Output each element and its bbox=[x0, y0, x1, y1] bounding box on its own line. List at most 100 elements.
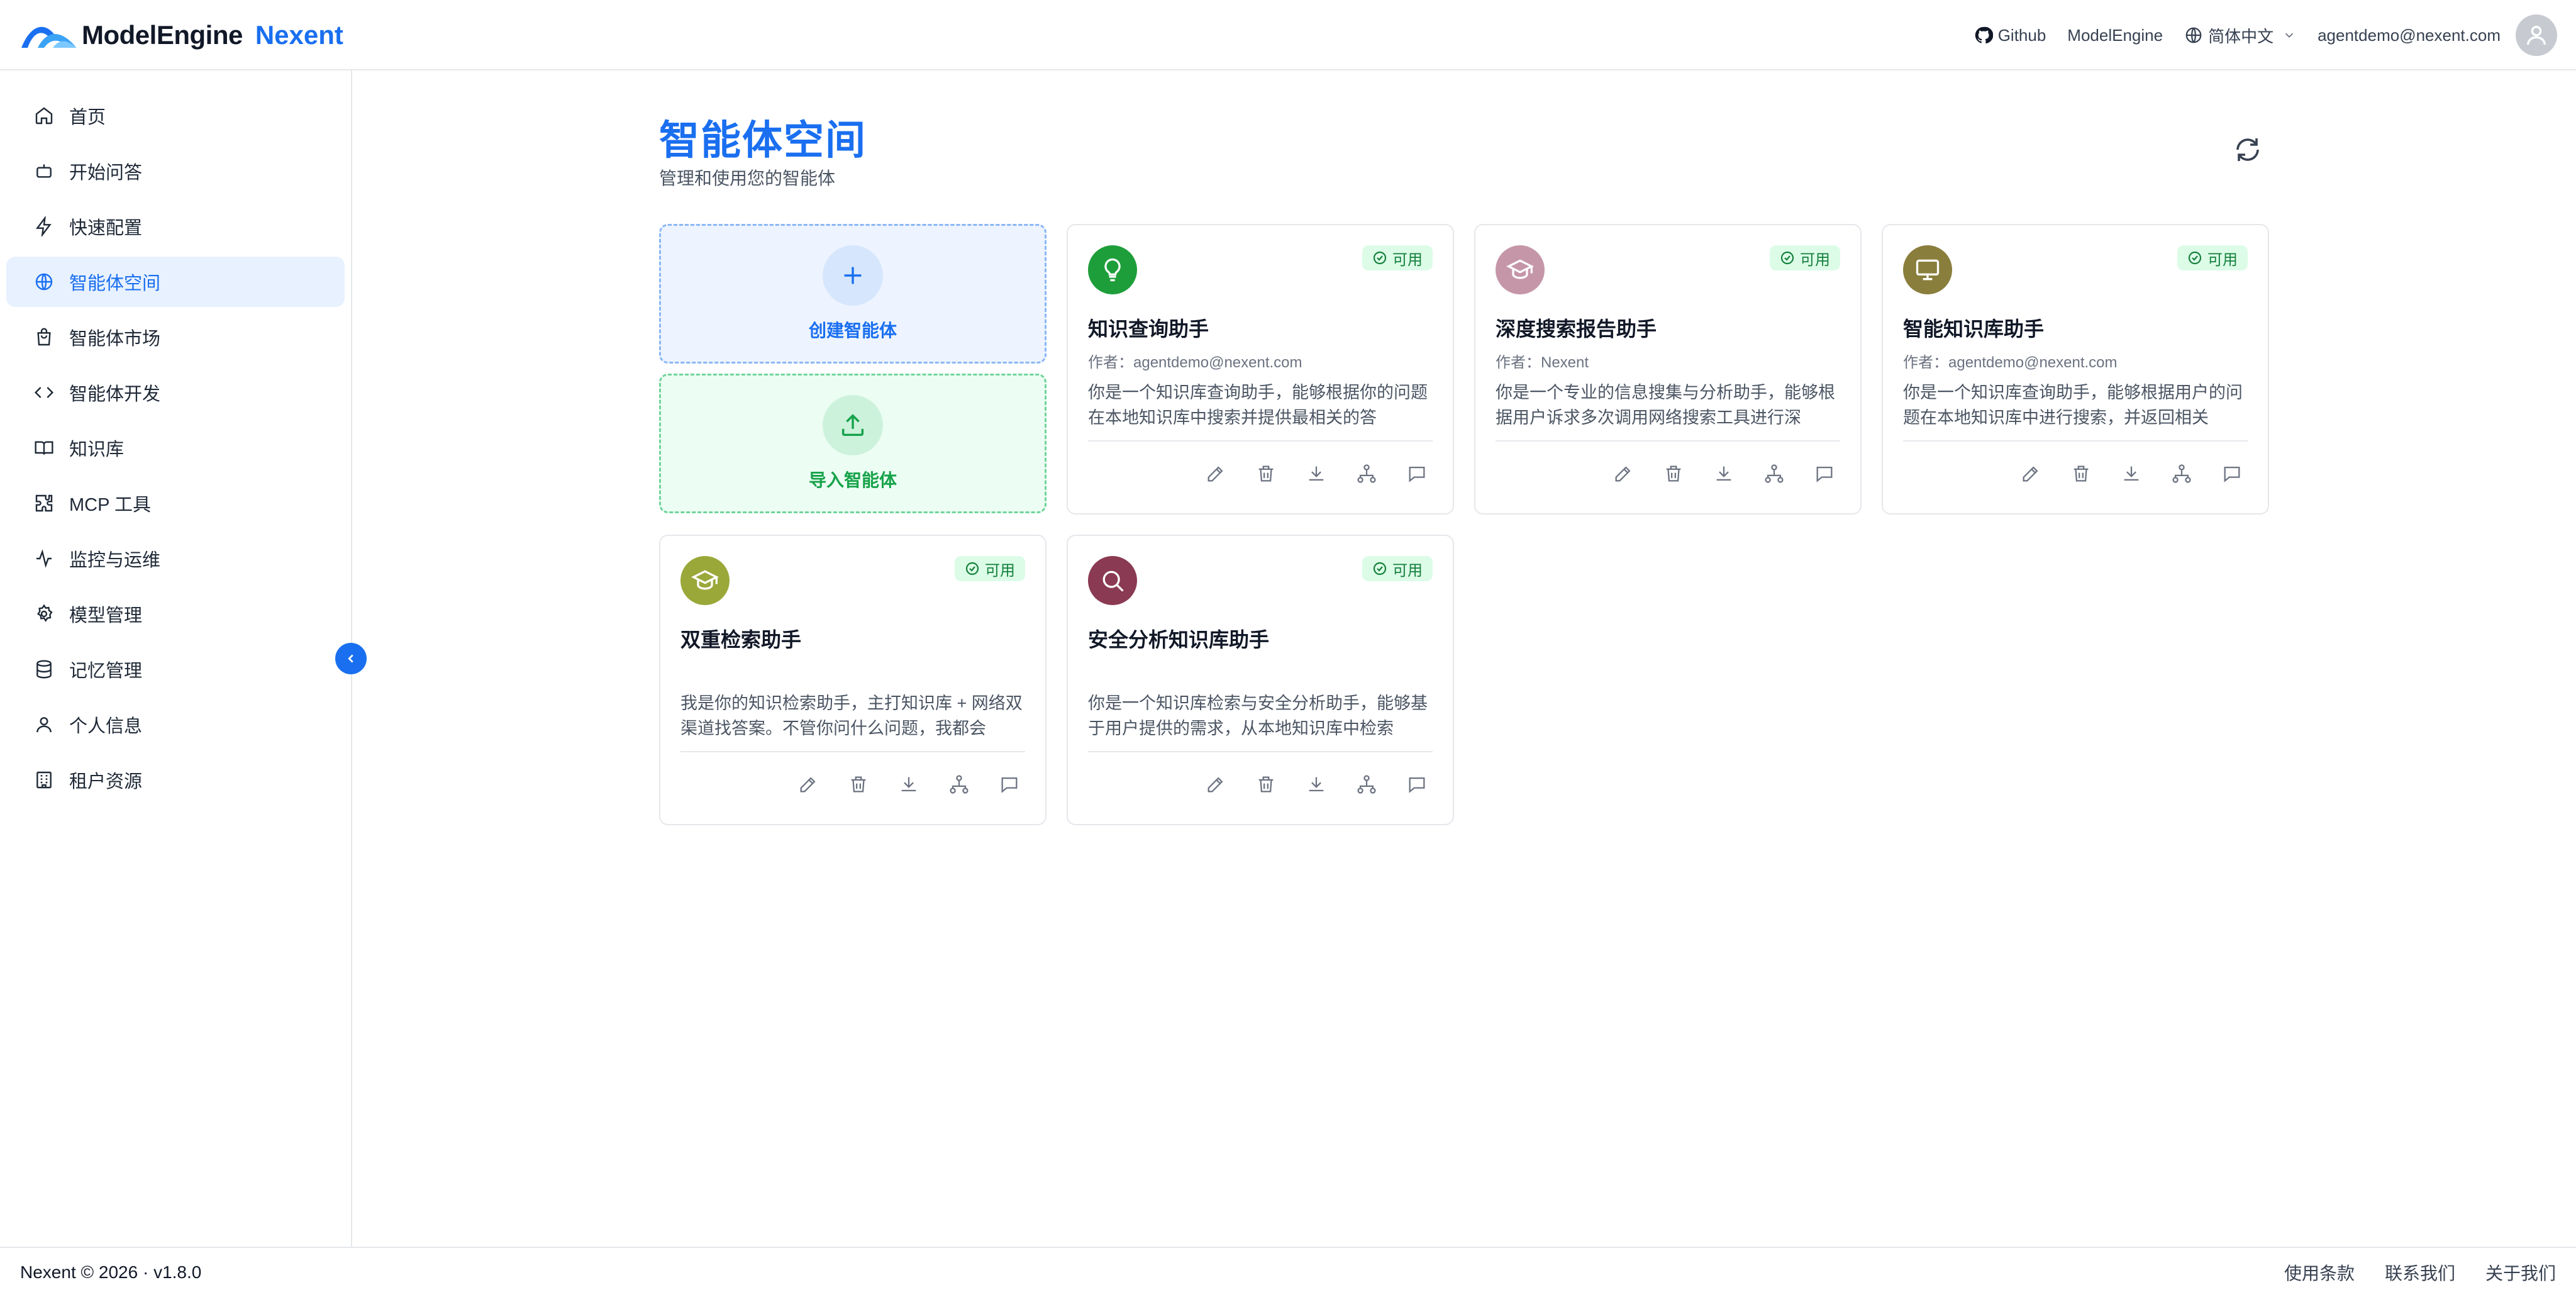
agent-name: 双重检索助手 bbox=[680, 628, 802, 651]
agent-card[interactable]: 可用 双重检索助手 我是你的知识检索助手，主打知识库 + 网络双渠道找答案。不管… bbox=[659, 535, 1046, 825]
sidebar-item-memory[interactable]: 记忆管理 bbox=[6, 644, 345, 694]
check-circle-icon bbox=[2188, 251, 2202, 265]
card-divider bbox=[1903, 440, 2248, 442]
plus-icon bbox=[844, 267, 862, 284]
create-agent-card[interactable]: 创建智能体 bbox=[659, 224, 1046, 364]
sidebar-item-home[interactable]: 首页 bbox=[6, 91, 345, 141]
agent-avatar bbox=[1088, 556, 1137, 605]
language-selector[interactable]: 简体中文 bbox=[2184, 24, 2296, 47]
chat-button[interactable] bbox=[1406, 463, 1428, 484]
brand-name: ModelEngine bbox=[82, 20, 243, 50]
relationship-button[interactable] bbox=[1356, 774, 1377, 795]
agent-card[interactable]: 可用 安全分析知识库助手 你是一个知识库检索与安全分析助手，能够基于用户提供的需… bbox=[1067, 535, 1454, 825]
relationship-button[interactable] bbox=[1356, 463, 1377, 484]
modelengine-label: ModelEngine bbox=[2067, 25, 2163, 45]
delete-button[interactable] bbox=[1255, 774, 1277, 795]
sidebar-item-quick-config[interactable]: 快速配置 bbox=[6, 201, 345, 252]
sidebar-item-agent-dev[interactable]: 智能体开发 bbox=[6, 367, 345, 418]
check-circle-icon bbox=[1780, 251, 1794, 265]
edit-button[interactable] bbox=[1613, 463, 1634, 484]
app-logo[interactable]: ModelEngine Nexent bbox=[19, 18, 343, 53]
delete-button[interactable] bbox=[848, 774, 869, 795]
network-icon bbox=[1765, 464, 1784, 483]
sidebar-item-model-management[interactable]: 模型管理 bbox=[6, 589, 345, 639]
relationship-button[interactable] bbox=[1763, 463, 1785, 484]
card-divider bbox=[680, 751, 1025, 752]
sidebar-item-mcp-tools[interactable]: MCP 工具 bbox=[6, 478, 345, 528]
export-button[interactable] bbox=[2121, 463, 2142, 484]
edit-icon bbox=[800, 777, 816, 793]
sidebar-item-label: 知识库 bbox=[69, 440, 125, 460]
export-button[interactable] bbox=[1306, 463, 1327, 484]
trash-icon bbox=[1666, 465, 1681, 482]
github-link[interactable]: Github bbox=[1974, 26, 2046, 45]
export-button[interactable] bbox=[1713, 463, 1735, 484]
modelengine-link[interactable]: ModelEngine bbox=[2067, 26, 2163, 45]
book-icon bbox=[35, 441, 53, 455]
agent-name: 智能知识库助手 bbox=[1903, 318, 2045, 340]
check-circle-icon bbox=[965, 562, 979, 576]
edit-button[interactable] bbox=[797, 774, 819, 795]
agent-avatar bbox=[1088, 245, 1137, 294]
footer-link-contact[interactable]: 联系我们 bbox=[2384, 1264, 2455, 1283]
edit-button[interactable] bbox=[2020, 463, 2041, 484]
edit-icon bbox=[1208, 777, 1223, 793]
delete-button[interactable] bbox=[1663, 463, 1684, 484]
sidebar-item-label: 智能体空间 bbox=[69, 274, 161, 294]
agent-description: 你是一个知识库查询助手，能够根据你的问题在本地知识库中搜索并提供最相关的答 bbox=[1088, 383, 1428, 427]
create-agent-label: 创建智能体 bbox=[808, 321, 897, 340]
sidebar-item-monitoring[interactable]: 监控与运维 bbox=[6, 533, 345, 584]
sidebar-item-chat[interactable]: 开始问答 bbox=[6, 146, 345, 196]
edit-button[interactable] bbox=[1205, 463, 1226, 484]
chat-button[interactable] bbox=[1406, 774, 1428, 795]
bot-icon bbox=[36, 164, 52, 178]
chat-button[interactable] bbox=[1814, 463, 1835, 484]
agent-card[interactable]: 可用 智能知识库助手 作者：agentdemo@nexent.com 你是一个知… bbox=[1882, 224, 2269, 515]
refresh-button[interactable] bbox=[2233, 135, 2263, 165]
agent-avatar bbox=[1903, 245, 1952, 294]
user-email[interactable]: agentdemo@nexent.com bbox=[2318, 26, 2501, 45]
edit-icon bbox=[1615, 466, 1631, 482]
code-icon bbox=[34, 387, 54, 398]
download-icon bbox=[2124, 466, 2139, 481]
agent-author: 作者：agentdemo@nexent.com bbox=[1903, 354, 2118, 371]
sidebar-item-agent-space[interactable]: 智能体空间 bbox=[6, 257, 345, 307]
export-button[interactable] bbox=[1306, 774, 1327, 795]
user-icon bbox=[36, 717, 52, 733]
sidebar-item-profile[interactable]: 个人信息 bbox=[6, 699, 345, 750]
agent-name: 安全分析知识库助手 bbox=[1088, 628, 1270, 651]
sidebar-item-tenant-resources[interactable]: 租户资源 bbox=[6, 755, 345, 805]
relationship-button[interactable] bbox=[948, 774, 970, 795]
avatar[interactable] bbox=[2516, 14, 2557, 56]
sidebar-item-label: 模型管理 bbox=[69, 606, 143, 626]
card-divider bbox=[1496, 440, 1840, 442]
chat-button[interactable] bbox=[2221, 463, 2243, 484]
delete-button[interactable] bbox=[2070, 463, 2092, 484]
chevron-left-icon bbox=[348, 654, 353, 663]
sidebar-item-label: MCP 工具 bbox=[69, 495, 151, 515]
message-icon bbox=[1409, 777, 1425, 793]
github-label: Github bbox=[1997, 25, 2046, 45]
edit-button[interactable] bbox=[1205, 774, 1226, 795]
footer-link-about[interactable]: 关于我们 bbox=[2485, 1264, 2556, 1283]
create-circle bbox=[823, 245, 883, 306]
import-circle bbox=[823, 395, 883, 455]
sidebar-item-label: 开始问答 bbox=[69, 163, 143, 183]
sidebar-item-knowledge-base[interactable]: 知识库 bbox=[6, 423, 345, 473]
sidebar-item-agent-market[interactable]: 智能体市场 bbox=[6, 312, 345, 362]
copyright: Nexent © 2026 · v1.8.0 bbox=[20, 1262, 202, 1282]
language-label: 简体中文 bbox=[2208, 26, 2274, 46]
export-button[interactable] bbox=[898, 774, 919, 795]
agent-card[interactable]: 可用 知识查询助手 作者：agentdemo@nexent.com 你是一个知识… bbox=[1067, 224, 1454, 515]
agent-card[interactable]: 可用 深度搜索报告助手 作者：Nexent 你是一个专业的信息搜集与分析助手，能… bbox=[1474, 224, 1862, 515]
sidebar-item-label: 智能体开发 bbox=[69, 384, 161, 404]
footer-link-terms[interactable]: 使用条款 bbox=[2284, 1264, 2355, 1283]
delete-button[interactable] bbox=[1255, 463, 1277, 484]
sidebar-collapse-button[interactable] bbox=[335, 643, 367, 674]
page-title: 智能体空间 bbox=[659, 118, 867, 163]
relationship-button[interactable] bbox=[2171, 463, 2192, 484]
sidebar-nav: 首页 开始问答 快速配置 智能体空间 智能体市场 智能体开发 知识库 MCP bbox=[0, 70, 351, 805]
chat-button[interactable] bbox=[999, 774, 1020, 795]
import-agent-card[interactable]: 导入智能体 bbox=[659, 374, 1046, 513]
trash-icon bbox=[1258, 776, 1274, 793]
